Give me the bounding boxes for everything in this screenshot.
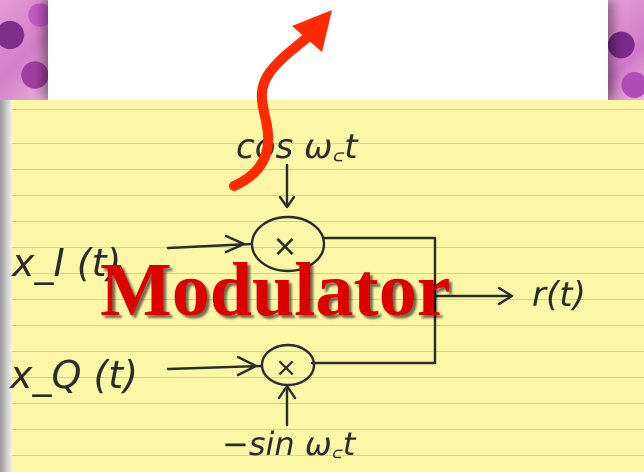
modulator-title: Modulator: [100, 248, 451, 332]
carrier-top-label: cos ω꜀t: [236, 127, 359, 167]
legal-pad-note: [12, 100, 644, 472]
multiplier-top-symbol: ×: [272, 229, 297, 264]
carrier-bottom-arrowhead: [277, 384, 297, 400]
top-path-line: [322, 236, 437, 365]
input-q-label: x_Q (t): [9, 353, 138, 397]
background-image-right: [606, 0, 644, 100]
input-i-line: [166, 242, 253, 250]
input-q-arrowhead: [236, 355, 258, 377]
output-label: r(t): [532, 275, 586, 315]
red-curved-arrow-icon: [229, 10, 332, 191]
background-image-left: [0, 0, 50, 100]
multiplier-bottom-icon: [260, 343, 316, 387]
paper-shadow: [0, 100, 14, 472]
carrier-bottom-label: −sin ω꜀t: [222, 425, 357, 463]
input-i-label: x_I (t): [11, 241, 121, 285]
multiplier-bottom-symbol: ×: [275, 353, 297, 383]
input-i-arrowhead: [224, 234, 246, 254]
carrier-top-arrowhead: [278, 195, 296, 209]
input-q-line: [166, 364, 263, 371]
output-arrowhead: [497, 286, 514, 306]
